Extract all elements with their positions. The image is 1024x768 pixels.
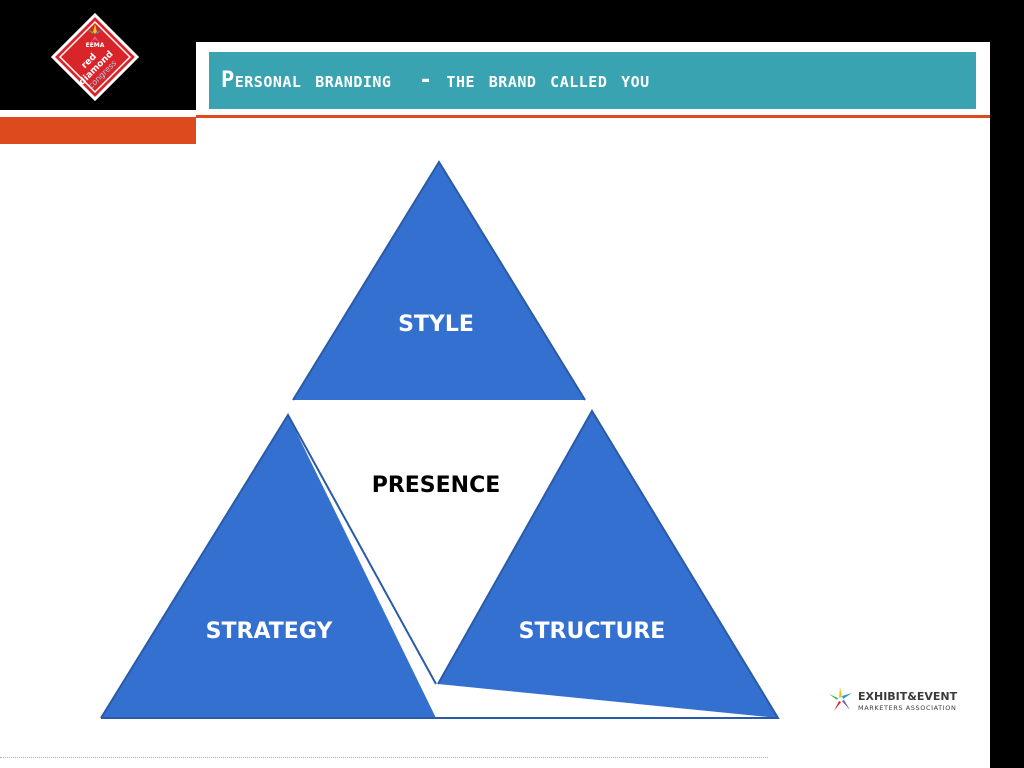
triangle-strategy-edge <box>100 413 437 719</box>
red-diamond-congress-logo: EEMA red diamond congress <box>50 12 140 102</box>
label-presence: PRESENCE <box>372 473 501 498</box>
triangle-strategy <box>101 415 436 718</box>
star-icon <box>88 24 102 42</box>
triangle-style <box>293 162 585 400</box>
starburst-icon <box>829 687 852 711</box>
slide-title: Personal branding - the brand called you <box>221 68 650 93</box>
triangle-structure-edge <box>101 409 780 719</box>
label-style: STYLE <box>398 312 474 337</box>
triangle-structure <box>438 411 778 718</box>
logo-org-text: EEMA <box>86 42 105 49</box>
footer-dotted-line <box>0 757 768 758</box>
exhibit-event-logo: EXHIBIT&EVENT MARKETERS ASSOCIATION <box>829 687 958 712</box>
title-bar: Personal branding - the brand called you <box>209 52 976 109</box>
triangle-style-edge <box>292 160 586 401</box>
orange-accent-block <box>0 117 196 144</box>
footer-tagline-text: MARKETERS ASSOCIATION <box>858 704 956 712</box>
label-strategy: STRATEGY <box>206 619 334 644</box>
orange-accent-line <box>196 115 990 118</box>
right-black-band <box>990 0 1024 768</box>
footer-brand-text: EXHIBIT&EVENT <box>858 690 958 703</box>
label-structure: STRUCTURE <box>519 619 666 644</box>
